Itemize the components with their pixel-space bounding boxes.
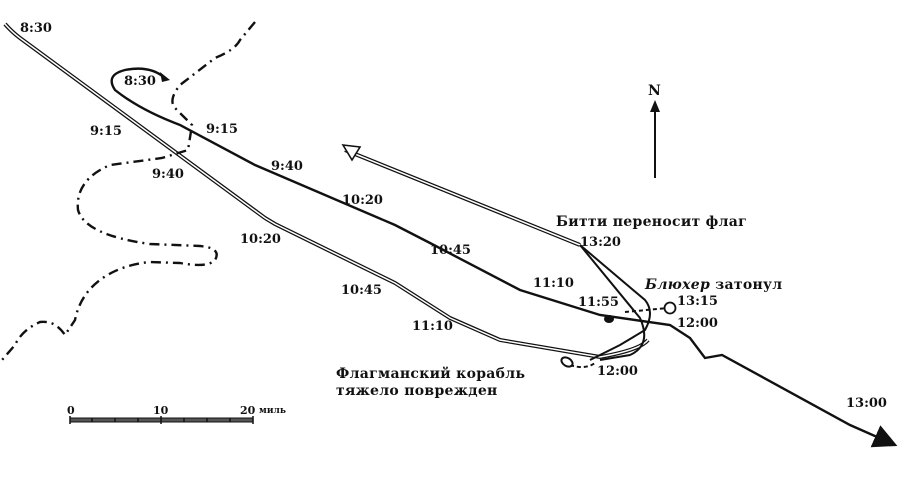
time-label: 8:30 — [20, 21, 52, 36]
time-label: 9:40 — [271, 159, 303, 174]
time-label: 11:55 — [578, 295, 619, 310]
flagship-damaged-line2: тяжело поврежден — [336, 383, 498, 399]
time-label: 13:15 — [677, 294, 718, 309]
scale-tick-label: 20 — [240, 404, 256, 417]
dashdot-track — [1, 21, 256, 361]
time-label: 9:15 — [90, 124, 122, 139]
time-label: 10:45 — [341, 283, 382, 298]
time-label: 10:20 — [342, 193, 383, 208]
hit-marker-icon — [604, 315, 614, 323]
bluecher-sunk-marker-icon — [663, 301, 677, 315]
scale-unit-label: миль — [259, 406, 286, 416]
sunk-text: затонул — [715, 277, 783, 293]
compass-north-label: N — [648, 83, 662, 99]
scale-bar — [69, 416, 254, 424]
scale-tick-label: 0 — [67, 404, 75, 417]
time-label: 13:00 — [846, 396, 887, 411]
time-label: 8:30 — [124, 74, 156, 89]
time-label: 12:00 — [677, 316, 718, 331]
damaged-flagship-icon — [560, 356, 574, 368]
bluecher-sunk-annotation: Блюхер затонул — [645, 278, 782, 292]
time-label: 11:10 — [412, 319, 453, 334]
time-label: 10:20 — [240, 232, 281, 247]
time-label: 9:40 — [152, 167, 184, 182]
time-label: 13:20 — [580, 235, 621, 250]
north-arrow-icon — [650, 100, 660, 178]
time-label: 10:45 — [430, 243, 471, 258]
time-label: 11:10 — [533, 276, 574, 291]
maneuver-lines — [579, 244, 651, 361]
beatty-flag-annotation: Битти переносит флаг — [556, 214, 747, 230]
flagship-damaged-line1: Флагманский корабль — [336, 366, 526, 382]
scale-tick-label: 10 — [153, 404, 169, 417]
german-squadron-track — [110, 67, 898, 448]
time-label: 9:15 — [206, 122, 238, 137]
beatty-return-track — [341, 144, 581, 247]
british-squadron-track — [3, 22, 650, 360]
time-label: 12:00 — [597, 364, 638, 379]
bluecher-name: Блюхер — [645, 277, 711, 293]
